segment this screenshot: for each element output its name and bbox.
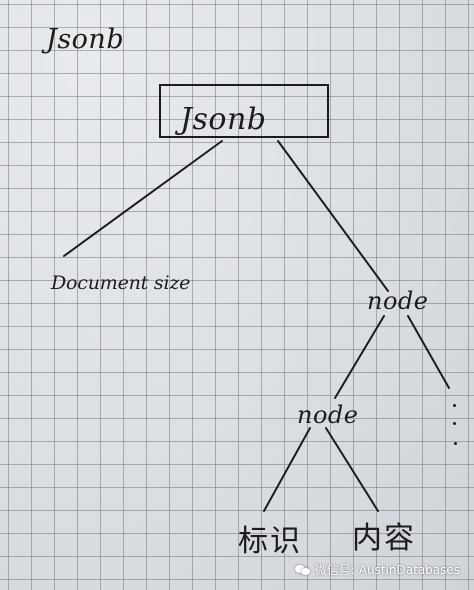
leaf-content: 内容 (352, 521, 416, 556)
document-size-node: Document size (51, 272, 191, 294)
node-level-2: node (297, 401, 359, 429)
node-level-1: node (367, 287, 429, 315)
edge-node-to-ellipsis (407, 315, 450, 389)
watermark: 微信号: AustinDatabases (294, 561, 460, 578)
edge-node-to-leaf-id (263, 427, 311, 512)
edge-node-to-node (334, 315, 385, 399)
edge-root-to-document-size (63, 140, 223, 257)
root-node-label: Jsonb (180, 102, 267, 137)
wechat-icon (294, 563, 311, 577)
diagram-title: Jsonb (46, 24, 125, 55)
leaf-identifier: 标识 (238, 524, 302, 559)
root-node-box (159, 84, 329, 138)
watermark-text: 微信号: AustinDatabases (314, 563, 460, 577)
edge-node-to-leaf-content (325, 427, 379, 512)
edge-root-to-node (277, 140, 389, 292)
